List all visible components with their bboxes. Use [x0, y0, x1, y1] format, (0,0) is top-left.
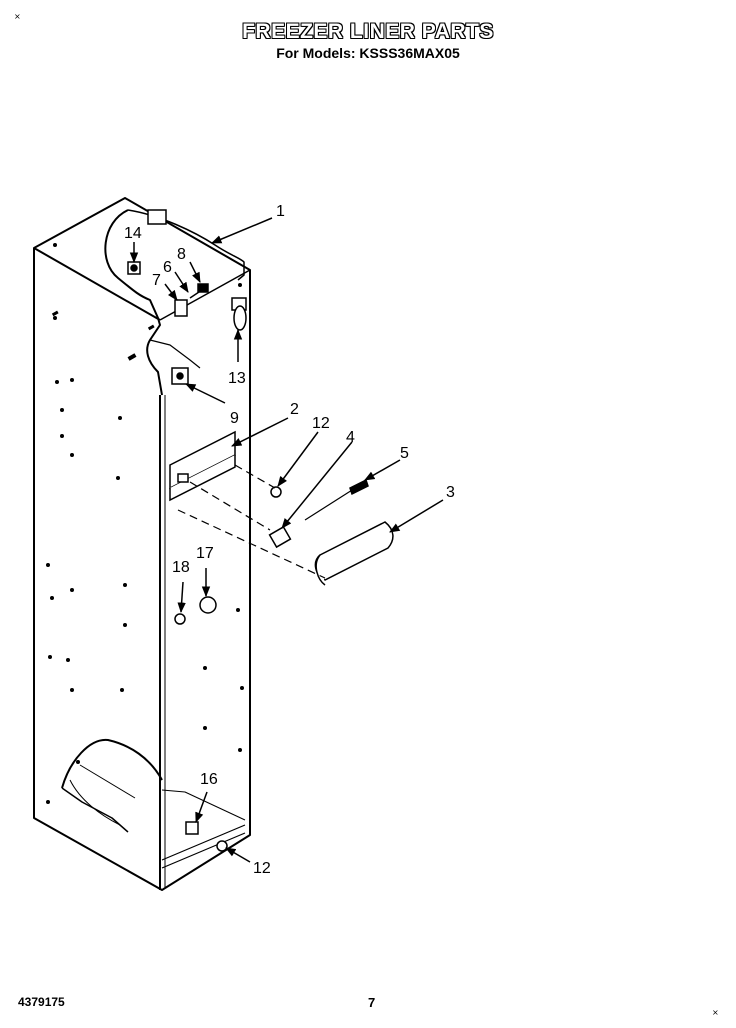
- liner-holes: [46, 243, 244, 804]
- callout-12-lower: 12: [253, 860, 271, 877]
- callout-4: 4: [346, 429, 355, 446]
- page-title: FREEZER LINER PARTS: [242, 20, 494, 43]
- callout-13: 13: [228, 370, 246, 387]
- callout-7: 7: [152, 272, 161, 289]
- leader-arrows: [129, 217, 444, 863]
- callout-3: 3: [446, 484, 455, 501]
- callout-6: 6: [163, 259, 172, 276]
- callout-1: 1: [276, 203, 285, 220]
- part-number: 4379175: [18, 995, 65, 1009]
- callout-16: 16: [200, 771, 218, 788]
- callout-17: 17: [196, 545, 214, 562]
- callout-12-upper: 12: [312, 415, 330, 432]
- page-number: 7: [368, 995, 376, 1010]
- callout-14: 14: [124, 225, 142, 242]
- corner-mark-bottom-right: ×: [712, 1008, 719, 1017]
- callout-18: 18: [172, 559, 190, 576]
- callout-2: 2: [290, 401, 299, 418]
- mid-parts: [169, 430, 394, 852]
- callout-9: 9: [230, 410, 239, 427]
- callout-8: 8: [177, 246, 186, 263]
- model-subtitle: For Models: KSSS36MAX05: [276, 45, 460, 61]
- dashed-lines: [177, 464, 326, 579]
- freezer-liner: [33, 197, 251, 891]
- corner-mark-top-left: ×: [14, 12, 21, 21]
- callout-5: 5: [400, 445, 409, 462]
